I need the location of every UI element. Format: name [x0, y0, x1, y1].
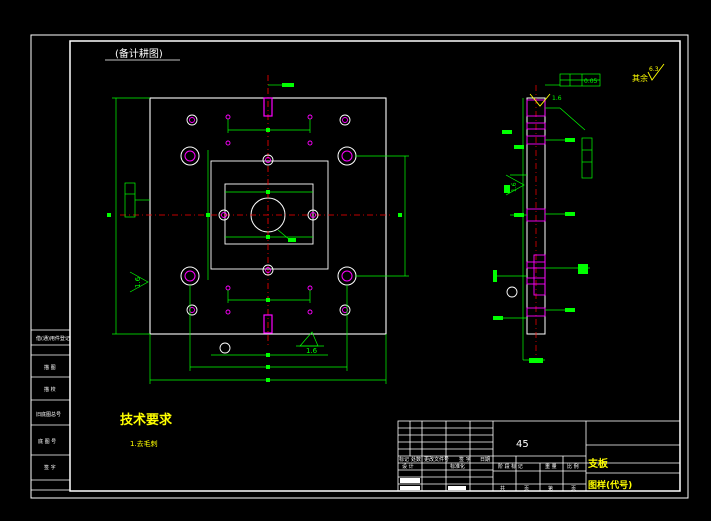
- side-mid-roughness: 1.6: [505, 174, 525, 196]
- svg-text:0.05: 0.05: [584, 78, 598, 85]
- outer-frame: [30, 34, 689, 499]
- plate-front-view: 1.6 1.6: [107, 75, 409, 384]
- sheet-cell-0: 共: [500, 485, 505, 492]
- sheet-cell-2: 第: [548, 485, 553, 492]
- roughness-bottom: 1.6: [296, 331, 324, 355]
- svg-text:1.6: 1.6: [511, 182, 518, 192]
- svg-text:其余: 其余: [632, 73, 648, 83]
- mark-col-4: 日期: [480, 457, 490, 463]
- material-label: 45: [516, 439, 529, 450]
- side-holes: [506, 99, 546, 317]
- roughness-symbol: 其余 6.3: [632, 63, 665, 83]
- side-roughness: 1.6: [529, 93, 562, 107]
- stage-header-1: 重 量: [545, 463, 557, 470]
- part-name: 支板: [587, 457, 609, 470]
- svg-text:6.3: 6.3: [649, 66, 659, 73]
- left-row-2: 描 校: [44, 386, 56, 393]
- stage-header-0: 阶 段 标 记: [498, 463, 523, 470]
- title-block: [397, 420, 681, 492]
- side-dimension-lines: [495, 79, 600, 361]
- sheet-cell-1: 页: [524, 486, 529, 492]
- mark-col-1: 处数: [411, 456, 421, 463]
- standardize-label: 标准化: [450, 463, 465, 470]
- dimension-lines: [112, 84, 409, 384]
- mirror-title: (备计耕图): [115, 47, 163, 60]
- left-strip-table: [30, 329, 71, 491]
- svg-text:1.6: 1.6: [552, 95, 562, 102]
- left-row-1: 描 图: [44, 364, 56, 371]
- pocket-inner: [224, 183, 314, 245]
- svg-text:1.6: 1.6: [306, 347, 318, 355]
- tech-title: 技术要求: [120, 412, 173, 428]
- medium-holes: [186, 114, 351, 354]
- dimension-ticks: [107, 83, 402, 382]
- tech-note: 1.去毛刺: [130, 439, 158, 448]
- sheet-cell-3: 页: [571, 486, 576, 492]
- design-label: 设 计: [402, 463, 414, 470]
- left-tolerance-box: [124, 182, 150, 218]
- side-tolerance-box: [581, 137, 593, 179]
- mark-col-0: 标记: [399, 456, 409, 463]
- mark-col-2: 更改文件号: [424, 456, 449, 463]
- top-slot: [263, 97, 273, 117]
- left-row-0: 借(通)用件登记: [36, 335, 70, 342]
- inner-frame: [69, 40, 681, 492]
- drawing-number: 图样(代号): [588, 479, 632, 491]
- side-ticks: [493, 130, 588, 363]
- flatness-frame: 0.05: [559, 73, 601, 87]
- left-row-5: 签 字: [44, 464, 56, 471]
- stage-header-2: 比 例: [567, 463, 579, 470]
- left-row-4: 底 图 号: [38, 438, 56, 445]
- mark-col-3: 签 字: [459, 456, 471, 463]
- svg-text:1.6: 1.6: [134, 276, 142, 288]
- left-row-3: 旧底图总号: [36, 411, 61, 418]
- bottom-slot: [263, 314, 273, 334]
- pin-holes: [225, 114, 313, 315]
- roughness-left: 1.6: [129, 271, 149, 293]
- signature-boxes: [400, 478, 466, 490]
- plate-side-view: 0.05 1.6 1.6: [493, 73, 601, 363]
